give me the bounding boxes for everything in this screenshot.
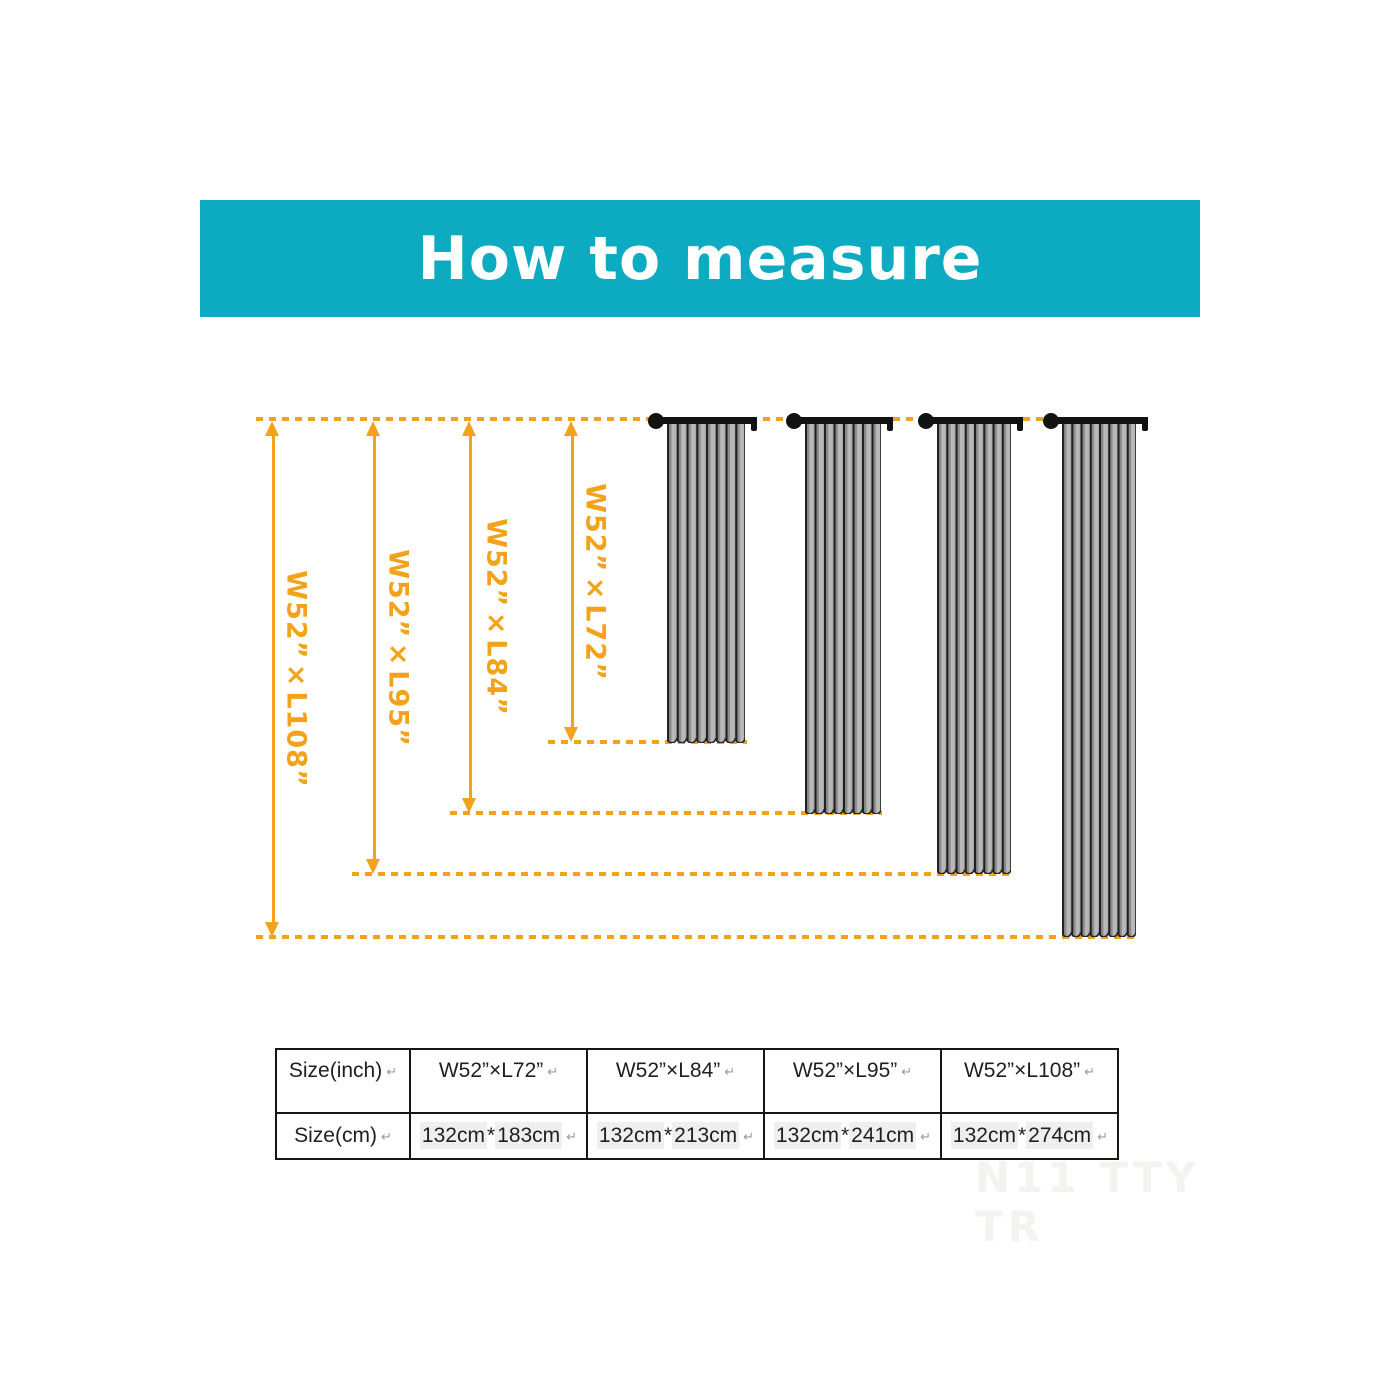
measure-arrow: [469, 431, 472, 803]
cell-return-icon: ↵: [380, 1129, 392, 1144]
size-cell: 132cm*274cm↵: [940, 1112, 1119, 1160]
size-value: 132cm: [419, 1122, 487, 1149]
arrowhead-down-icon: [564, 727, 578, 742]
size-value: W52”×L72”: [438, 1059, 544, 1082]
cell-return-icon: ↵: [724, 1064, 736, 1079]
page-title: How to measure: [417, 223, 983, 294]
measure-diagram: W52”×L108” W52”×L95” W52”×L84” W52”×L72”: [256, 413, 1148, 939]
rod-end-cap: [751, 417, 757, 431]
arrowhead-up-icon: [564, 421, 578, 436]
row-header-label: Size(cm): [294, 1124, 377, 1147]
arrowhead-down-icon: [366, 859, 380, 874]
curtain-svg: [666, 422, 746, 744]
measure-arrow: [571, 431, 574, 732]
table-row: Size(inch)↵W52”×L72”↵W52”×L84”↵W52”×L95”…: [275, 1048, 1119, 1114]
floor-dotted-line: [548, 740, 747, 744]
size-value: W52”×L84”: [615, 1059, 721, 1082]
row-header-cell: Size(inch)↵: [275, 1048, 411, 1114]
floor-dotted-line: [352, 872, 1012, 876]
arrowhead-up-icon: [265, 421, 279, 436]
cell-return-icon: ↵: [1097, 1129, 1109, 1144]
size-value: 213cm: [672, 1122, 740, 1149]
size-value: 132cm: [950, 1122, 1018, 1149]
cell-return-icon: ↵: [1084, 1064, 1096, 1079]
size-cell: W52”×L72”↵: [409, 1048, 588, 1114]
size-cell: 132cm*183cm↵: [409, 1112, 588, 1160]
arrowhead-down-icon: [462, 798, 476, 813]
size-cell: W52”×L84”↵: [586, 1048, 765, 1114]
size-cell: 132cm*213cm↵: [586, 1112, 765, 1160]
measure-label: W52”×L84”: [480, 518, 512, 716]
curtain-rod: [927, 417, 1021, 424]
table-row: Size(cm)↵132cm*183cm↵132cm*213cm↵132cm*2…: [275, 1112, 1119, 1160]
floor-dotted-line: [450, 811, 882, 815]
curtain-panel-2: [918, 413, 1023, 875]
row-header-cell: Size(cm)↵: [275, 1112, 411, 1160]
asterisk: *: [486, 1124, 496, 1147]
cell-return-icon: ↵: [566, 1129, 578, 1144]
arrowhead-up-icon: [462, 421, 476, 436]
curtain-rod: [795, 417, 891, 424]
rod-finial-icon: [648, 413, 664, 429]
curtain-panel-3: [1043, 413, 1148, 938]
asterisk: *: [1017, 1124, 1027, 1147]
cell-return-icon: ↵: [901, 1064, 913, 1079]
rod-finial-icon: [1043, 413, 1059, 429]
size-cell: 132cm*241cm↵: [763, 1112, 942, 1160]
curtain-panel-1: [786, 413, 893, 815]
measure-label: W52”×L95”: [382, 548, 414, 747]
floor-dotted-line: [256, 935, 1137, 939]
curtain-panel-0: [648, 413, 757, 744]
measure-arrow: [373, 431, 376, 864]
size-table: Size(inch)↵W52”×L72”↵W52”×L84”↵W52”×L95”…: [275, 1048, 1119, 1160]
rod-end-cap: [1017, 417, 1023, 431]
rod-finial-icon: [786, 413, 802, 429]
size-value: 274cm: [1026, 1122, 1094, 1149]
arrowhead-up-icon: [366, 421, 380, 436]
header-banner: How to measure: [200, 200, 1200, 317]
arrowhead-down-icon: [265, 922, 279, 937]
curtain-rod: [657, 417, 755, 424]
asterisk: *: [663, 1124, 673, 1147]
size-cell: W52”×L95”↵: [763, 1048, 942, 1114]
size-value: 132cm: [773, 1122, 841, 1149]
size-value: 241cm: [849, 1122, 917, 1149]
size-cell: W52”×L108”↵: [940, 1048, 1119, 1114]
cell-return-icon: ↵: [920, 1129, 932, 1144]
rod-end-cap: [1142, 417, 1148, 431]
rod-finial-icon: [918, 413, 934, 429]
measure-arrow: [272, 431, 275, 927]
curtain-svg: [1061, 422, 1137, 938]
cell-return-icon: ↵: [547, 1064, 559, 1079]
row-header-label: Size(inch): [288, 1059, 383, 1082]
asterisk: *: [840, 1124, 850, 1147]
size-value: 183cm: [495, 1122, 563, 1149]
curtain-svg: [936, 422, 1012, 875]
cell-return-icon: ↵: [386, 1064, 398, 1079]
size-table-container: Size(inch)↵W52”×L72”↵W52”×L84”↵W52”×L95”…: [275, 1048, 1119, 1160]
size-value: W52”×L95”: [792, 1059, 898, 1082]
measure-label: W52”×L108”: [280, 570, 312, 788]
size-value: 132cm: [596, 1122, 664, 1149]
watermark: N11 TTY TR: [975, 1153, 1200, 1251]
curtain-rod: [1052, 417, 1146, 424]
size-value: W52”×L108”: [963, 1059, 1081, 1082]
measure-label: W52”×L72”: [579, 482, 611, 681]
rod-end-cap: [887, 417, 893, 431]
cell-return-icon: ↵: [743, 1129, 755, 1144]
curtain-svg: [804, 422, 882, 815]
